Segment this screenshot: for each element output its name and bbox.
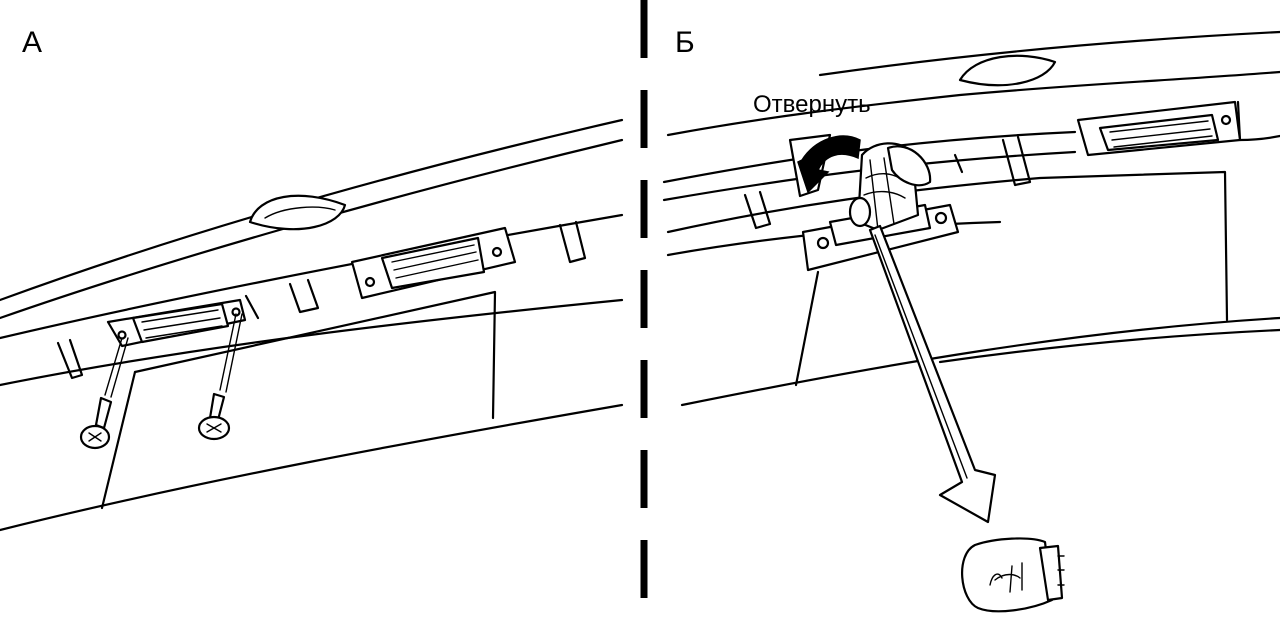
screw-left-icon [79, 337, 129, 450]
screw-right-icon [197, 313, 243, 441]
connector-right-a [350, 226, 517, 300]
rotate-arrow-icon [788, 133, 861, 198]
removal-arrow-icon [868, 224, 997, 524]
panel-b: Б Отвернуть [662, 26, 1280, 613]
panel-a-label: А [22, 26, 42, 59]
panel-a: А [0, 26, 624, 532]
unscrew-label: Отвернуть [753, 91, 871, 118]
bulb-icon [961, 537, 1065, 613]
tailgate-body-b [662, 30, 1280, 407]
connector-left-a [106, 298, 247, 348]
panel-b-label: Б [675, 26, 695, 59]
bulb-socket-icon [848, 142, 932, 232]
tailgate-body-a [0, 118, 624, 532]
connector-b [1076, 100, 1242, 157]
